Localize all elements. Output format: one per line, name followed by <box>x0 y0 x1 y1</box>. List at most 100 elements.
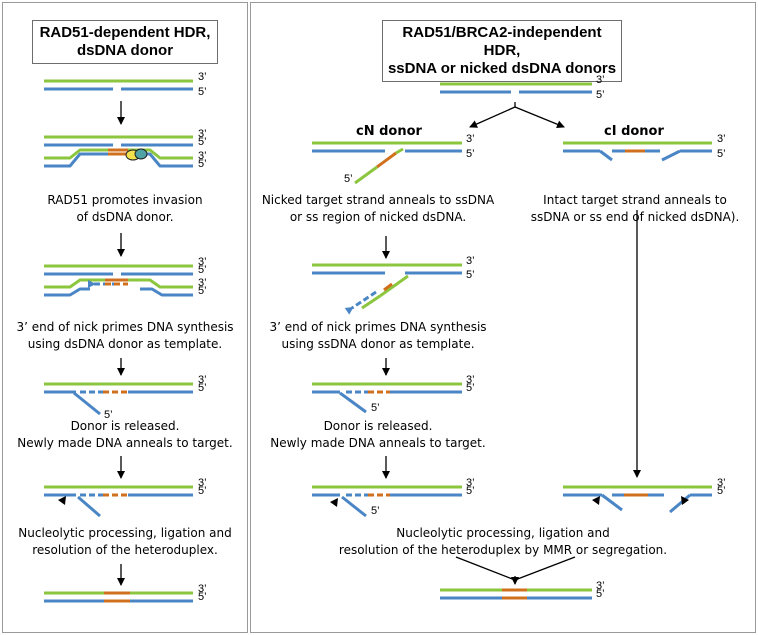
three-prime-label: 3’ <box>198 128 207 140</box>
caption-line: Nicked target strand anneals to ssDNA <box>261 193 495 207</box>
five-prime-label: 5’ <box>466 382 475 394</box>
caption-line: Intact target strand anneals to <box>543 193 727 207</box>
five-prime-label: 5’ <box>198 285 207 297</box>
strand-segment <box>669 493 691 514</box>
five-prime-label: 5’ <box>717 148 726 160</box>
five-prime-label: 5’ <box>344 173 353 185</box>
nick-marker <box>330 498 338 507</box>
three-prime-label: 3’ <box>717 477 726 489</box>
left-caption-dna-synthesis: 3’ end of nick primes DNA synthesis usin… <box>2 319 248 353</box>
five-prime-label: 5’ <box>466 269 475 281</box>
strand-path <box>44 148 108 160</box>
three-prime-label: 3’ <box>198 477 207 489</box>
strand-segment <box>599 149 613 162</box>
three-prime-label: 3’ <box>596 580 605 592</box>
three-prime-label: 3’ <box>717 133 726 145</box>
three-prime-label: 3’ <box>198 150 207 162</box>
five-prime-label: 5’ <box>371 505 380 517</box>
strand-segment <box>344 290 377 315</box>
three-prime-label: 3’ <box>198 583 207 595</box>
five-prime-label: 5’ <box>596 89 605 101</box>
five-prime-label: 5’ <box>198 264 207 276</box>
left-title-line2: dsDNA donor <box>76 42 174 59</box>
rad51-partner <box>134 148 148 160</box>
five-prime-label: 5’ <box>198 136 207 148</box>
caption-line: Donor is released. <box>323 419 433 433</box>
five-prime-label: 5’ <box>198 158 207 170</box>
five-prime-label: 5’ <box>198 485 207 497</box>
left-title-line1: RAD51-dependent HDR, <box>39 24 211 41</box>
three-prime-label: 3’ <box>198 256 207 268</box>
strand-path <box>128 278 193 289</box>
strand-segment <box>383 282 393 292</box>
caption-line: 3’ end of nick primes DNA synthesis <box>16 320 234 334</box>
caption-line: RAD51 promotes invasion <box>47 193 203 207</box>
strand-segment <box>73 391 101 416</box>
strand-segment <box>661 149 681 162</box>
caption-line: using ssDNA donor as template. <box>281 337 475 351</box>
strand-path <box>44 287 90 297</box>
caption-line: of dsDNA donor. <box>76 210 174 224</box>
five-prime-label: 5’ <box>198 591 207 603</box>
five-prime-label: 5’ <box>466 148 475 160</box>
caption-line: Nucleolytic processing, ligation and <box>18 526 232 540</box>
dna-strands <box>44 79 712 603</box>
strand-segment <box>361 294 381 310</box>
nick-marker <box>681 496 689 505</box>
strand-segment <box>341 495 367 518</box>
three-prime-label: 3’ <box>198 374 207 386</box>
caption-line: Donor is released. <box>70 419 180 433</box>
proteins-and-markers <box>58 148 689 507</box>
caption-line: using dsDNA donor as template. <box>27 337 223 351</box>
three-prime-label: 3’ <box>466 477 475 489</box>
caption-line: ssDNA or ss end of nicked dsDNA). <box>530 210 740 224</box>
left-caption-donor-released: Donor is released. Newly made DNA anneal… <box>2 418 248 452</box>
three-prime-label: 3’ <box>198 71 207 83</box>
cn-caption-donor-released: Donor is released. Newly made DNA anneal… <box>258 418 498 452</box>
three-prime-label: 3’ <box>466 255 475 267</box>
fork-arrow-left <box>469 106 516 128</box>
caption-line: resolution of the heteroduplex. <box>32 543 218 557</box>
ci-donor-label: cI donor <box>604 124 664 139</box>
five-prime-label: 5’ <box>104 409 113 421</box>
nick-marker <box>58 496 66 505</box>
strand-segment <box>339 391 367 414</box>
final-caption-processing: Nucleolytic processing, ligation and res… <box>252 525 754 559</box>
strand-segment <box>395 147 404 155</box>
left-caption-processing: Nucleolytic processing, ligation and res… <box>2 525 248 559</box>
strand-path <box>140 287 193 297</box>
five-prime-label: 5’ <box>198 86 207 98</box>
merge-line-left <box>455 556 516 581</box>
caption-line: resolution of the heteroduplex by MMR or… <box>338 543 668 557</box>
fork-arrow-right <box>514 106 565 129</box>
right-title-line1: RAD51/BRCA2-independent HDR, <box>402 24 602 59</box>
caption-line: Newly made DNA anneals to target. <box>270 436 486 450</box>
right-panel-title: RAD51/BRCA2-independent HDR, ssDNA or ni… <box>382 20 622 82</box>
cn-caption-anneal: Nicked target strand anneals to ssDNA or… <box>258 192 498 226</box>
strand-segment <box>601 493 623 512</box>
caption-line: Nucleolytic processing, ligation and <box>396 526 610 540</box>
five-prime-label: 5’ <box>198 382 207 394</box>
right-title-line2: ssDNA or nicked dsDNA donors <box>387 60 617 77</box>
left-caption-rad51-invasion: RAD51 promotes invasion of dsDNA donor. <box>2 192 248 226</box>
nick-marker <box>592 496 600 505</box>
flow-arrows <box>117 101 641 586</box>
cn-caption-dna-synthesis: 3’ end of nick primes DNA synthesis usin… <box>258 319 498 353</box>
five-prime-label: 5’ <box>717 485 726 497</box>
strand-path <box>44 152 108 168</box>
right-panel <box>250 2 756 633</box>
left-panel-title: RAD51-dependent HDR, dsDNA donor <box>32 20 218 64</box>
five-prime-label: 5’ <box>596 588 605 600</box>
three-prime-label: 3’ <box>198 277 207 289</box>
cn-donor-label: cN donor <box>356 124 422 139</box>
caption-line: 3’ end of nick primes DNA synthesis <box>269 320 487 334</box>
ci-caption-anneal: Intact target strand anneals to ssDNA or… <box>520 192 750 226</box>
three-prime-label: 3’ <box>466 133 475 145</box>
strand-segment <box>379 274 409 298</box>
five-prime-label: 5’ <box>466 485 475 497</box>
strand-segment <box>77 495 101 518</box>
three-prime-label: 3’ <box>596 74 605 86</box>
caption-line: Newly made DNA anneals to target. <box>17 436 233 450</box>
caption-line: or ss region of nicked dsDNA. <box>289 210 467 224</box>
